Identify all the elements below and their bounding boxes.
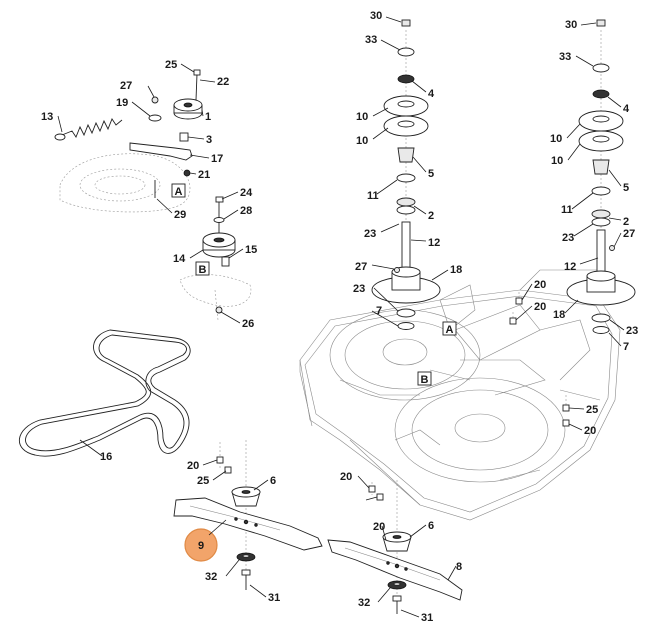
callout-11[interactable]: 11	[367, 190, 379, 202]
blade-fasteners-right[interactable]	[387, 580, 407, 614]
callout-6[interactable]: 6	[270, 475, 276, 487]
callout-30[interactable]: 30	[370, 10, 382, 22]
tension-spring[interactable]	[61, 118, 123, 138]
callout-2[interactable]: 2	[428, 210, 434, 222]
callout-20[interactable]: 20	[534, 279, 546, 291]
callout-27[interactable]: 27	[355, 261, 367, 273]
callout-23[interactable]: 23	[626, 325, 638, 337]
callout-10[interactable]: 10	[551, 155, 563, 167]
tension-arm[interactable]	[129, 142, 193, 161]
box-label-a: A	[175, 186, 183, 198]
callout-10[interactable]: 10	[356, 111, 368, 123]
callout-18[interactable]: 18	[450, 264, 462, 276]
callout-21[interactable]: 21	[198, 169, 210, 181]
callout-27[interactable]: 27	[623, 228, 635, 240]
callout-19[interactable]: 19	[116, 97, 128, 109]
callout-28[interactable]: 28	[240, 205, 252, 217]
callout-10[interactable]: 10	[550, 133, 562, 145]
box-label-b: B	[421, 374, 429, 386]
blade-hub-right[interactable]	[382, 480, 412, 600]
v-belt[interactable]	[18, 329, 191, 457]
callout-11[interactable]: 11	[561, 204, 573, 216]
callout-24[interactable]: 24	[240, 187, 253, 199]
spindle-left	[371, 19, 457, 386]
callout-23[interactable]: 23	[562, 232, 574, 244]
callout-12[interactable]: 12	[428, 237, 440, 249]
box-label-b: B	[199, 264, 207, 276]
callout-1[interactable]: 1	[205, 111, 211, 123]
spindle-right	[566, 19, 636, 334]
highlight-circle	[184, 528, 218, 562]
callout-12[interactable]: 12	[564, 261, 576, 273]
callout-32[interactable]: 32	[358, 597, 370, 609]
callout-7[interactable]: 7	[376, 305, 382, 317]
callout-20[interactable]: 20	[584, 425, 596, 437]
callout-33[interactable]: 33	[365, 34, 377, 46]
callout-20[interactable]: 20	[373, 521, 385, 533]
blade-hub-left[interactable]	[231, 440, 261, 580]
callout-27[interactable]: 27	[120, 80, 132, 92]
blade-fasteners-left[interactable]	[236, 552, 256, 590]
callout-10[interactable]: 10	[356, 135, 368, 147]
callout-4[interactable]: 4	[428, 88, 435, 100]
callout-8[interactable]: 8	[456, 561, 462, 573]
callout-3[interactable]: 3	[206, 134, 212, 146]
callout-15[interactable]: 15	[245, 244, 257, 256]
box-label-a: A	[446, 324, 454, 336]
callout-7[interactable]: 7	[623, 341, 629, 353]
callout-32[interactable]: 32	[205, 571, 217, 583]
callout-20[interactable]: 20	[340, 471, 352, 483]
callout-4[interactable]: 4	[623, 103, 630, 115]
callout-31[interactable]: 31	[421, 612, 433, 624]
callout-16[interactable]: 16	[100, 451, 112, 463]
blade-right[interactable]	[327, 539, 463, 601]
callout-31[interactable]: 31	[268, 592, 280, 604]
callout-13[interactable]: 13	[41, 111, 53, 123]
idler-pulley[interactable]	[173, 98, 203, 120]
blade-left[interactable]	[173, 497, 323, 551]
callout-26[interactable]: 26	[242, 318, 254, 330]
callout-22[interactable]: 22	[217, 76, 229, 88]
callout-9-highlighted[interactable]: 9	[198, 540, 204, 552]
callout-29[interactable]: 29	[174, 209, 186, 221]
callout-5[interactable]: 5	[623, 182, 629, 194]
callout-30[interactable]: 30	[565, 19, 577, 31]
callout-23[interactable]: 23	[353, 283, 365, 295]
callout-labels: 30 33 4 10 10 5 11 2 23 12 27 18 23 7 30…	[41, 10, 638, 624]
mower-deck	[299, 269, 621, 521]
idler-pulley-b[interactable]	[202, 232, 236, 258]
callout-5[interactable]: 5	[428, 168, 434, 180]
callout-20[interactable]: 20	[187, 460, 199, 472]
callout-6[interactable]: 6	[428, 520, 434, 532]
box-labels: A B A B	[175, 186, 454, 386]
callout-18[interactable]: 18	[553, 309, 565, 321]
callout-25[interactable]: 25	[586, 404, 598, 416]
idler-assembly-a	[54, 69, 203, 213]
deck-bolts	[216, 292, 570, 501]
callout-25[interactable]: 25	[197, 475, 209, 487]
idler-assembly-b	[179, 196, 252, 321]
callout-17[interactable]: 17	[211, 153, 223, 165]
callout-33[interactable]: 33	[559, 51, 571, 63]
callout-2[interactable]: 2	[623, 216, 629, 228]
callout-25[interactable]: 25	[165, 59, 177, 71]
callout-14[interactable]: 14	[173, 253, 186, 265]
leader-lines	[57, 16, 625, 618]
callout-23[interactable]: 23	[364, 228, 376, 240]
callout-20[interactable]: 20	[534, 301, 546, 313]
